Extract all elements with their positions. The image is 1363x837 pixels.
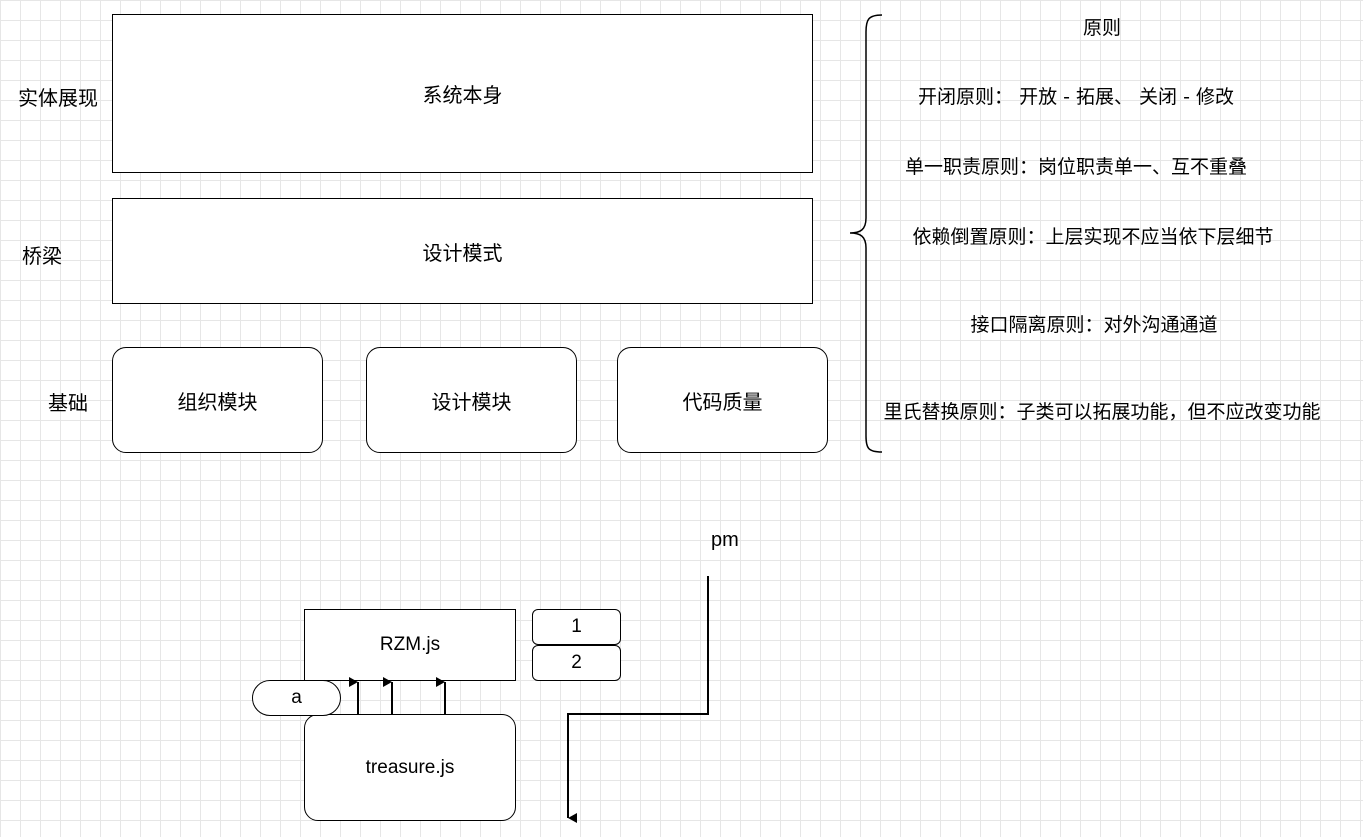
stack-box-1-text: 1	[571, 616, 582, 637]
principle-interface-segregation: 接口隔离原则：对外沟通通道	[970, 314, 1218, 336]
design-pattern-text: 设计模式	[422, 240, 503, 265]
layer-label-entity: 实体展现	[18, 86, 98, 110]
treasure-text: treasure.js	[365, 756, 455, 778]
principles-title: 原则	[1082, 17, 1122, 39]
pm-label: pm	[711, 529, 739, 551]
principle-dependency-inversion: 依赖倒置原则：上层实现不应当依下层细节	[912, 226, 1274, 248]
organize-module-box: 组织模块	[112, 347, 323, 453]
principle-open-closed: 开闭原则： 开放 - 拓展、 关闭 - 修改	[918, 86, 1234, 108]
treasure-box: treasure.js	[304, 714, 516, 821]
organize-module-text: 组织模块	[177, 389, 258, 414]
design-pattern-box: 设计模式	[112, 198, 813, 304]
rzm-box: RZM.js	[304, 609, 516, 681]
principles-brace	[849, 14, 883, 453]
system-itself-box: 系统本身	[112, 14, 813, 173]
stack-box-1: 1	[532, 609, 621, 645]
a-pill-text: a	[291, 687, 302, 708]
rzm-text: RZM.js	[379, 634, 441, 655]
principle-liskov-substitution: 里氏替换原则：子类可以拓展功能，但不应改变功能	[883, 401, 1321, 423]
principle-single-responsibility: 单一职责原则：岗位职责单一、互不重叠	[904, 156, 1248, 178]
system-itself-text: 系统本身	[422, 83, 503, 107]
stack-box-2: 2	[532, 645, 621, 681]
layer-label-foundation: 基础	[48, 391, 88, 415]
design-module-box: 设计模块	[366, 347, 577, 453]
a-pill: a	[252, 680, 341, 716]
design-module-text: 设计模块	[431, 389, 512, 414]
stack-box-2-text: 2	[571, 652, 582, 673]
code-quality-text: 代码质量	[682, 389, 763, 414]
code-quality-box: 代码质量	[617, 347, 828, 453]
pm-flow-arrow	[567, 576, 709, 823]
layer-label-bridge: 桥梁	[22, 244, 62, 268]
